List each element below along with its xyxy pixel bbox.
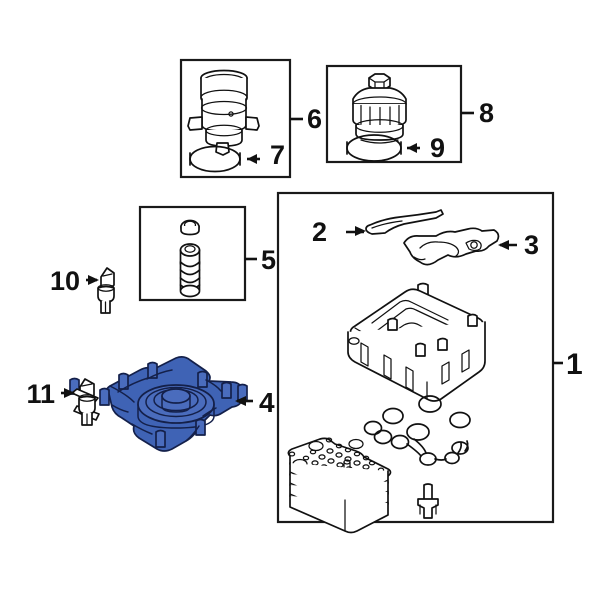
callout-7-number: 7 — [270, 140, 285, 170]
oil-cooler-main-housing[interactable] — [347, 282, 486, 402]
upper-gasket-seal[interactable] — [365, 209, 444, 235]
oil-filler-neck-housing[interactable] — [187, 69, 260, 156]
small-stud-pin[interactable] — [417, 483, 439, 519]
oil-cooler-core-stack[interactable] — [287, 437, 392, 534]
callout-1-number: 1 — [566, 348, 583, 381]
stud-bolt-flanged[interactable] — [71, 378, 100, 426]
callout-7-leader — [247, 154, 260, 164]
callout-11-number: 11 — [26, 379, 55, 409]
oil-filter-housing-adapter[interactable] — [69, 356, 248, 452]
oil-filter-cap[interactable] — [352, 73, 407, 144]
filter-cap-o-ring-seal[interactable] — [346, 134, 402, 162]
group-box-8[interactable]: 9 8 — [325, 64, 494, 164]
callout-4-leader — [235, 396, 253, 406]
group-box-1[interactable]: 2 3 — [276, 191, 583, 534]
oil-cooler-gasket[interactable] — [403, 227, 500, 266]
o-ring-seal-set[interactable] — [363, 395, 471, 466]
callout-9-leader — [407, 143, 420, 153]
callout-9-number: 9 — [430, 133, 445, 163]
callout-2-leader — [346, 226, 366, 236]
callout-4-number: 4 — [259, 387, 275, 418]
callout-10-number: 10 — [50, 266, 80, 296]
callout-2-number: 2 — [312, 217, 327, 247]
callout-10-leader — [86, 275, 99, 285]
callout-5-number: 5 — [261, 245, 276, 275]
callout-6-number: 6 — [307, 104, 322, 134]
callout-8-number: 8 — [479, 98, 494, 128]
oil-pressure-relief-spring-kit[interactable] — [179, 219, 201, 298]
stud-bolt-short[interactable] — [97, 267, 115, 314]
group-box-5[interactable]: 5 — [138, 205, 276, 302]
callout-3-number: 3 — [524, 230, 539, 260]
filler-neck-o-ring-seal[interactable] — [189, 145, 241, 173]
callout-11-leader — [61, 388, 75, 398]
group-box-6[interactable]: 7 6 — [179, 58, 322, 179]
callout-3-leader — [498, 240, 517, 250]
